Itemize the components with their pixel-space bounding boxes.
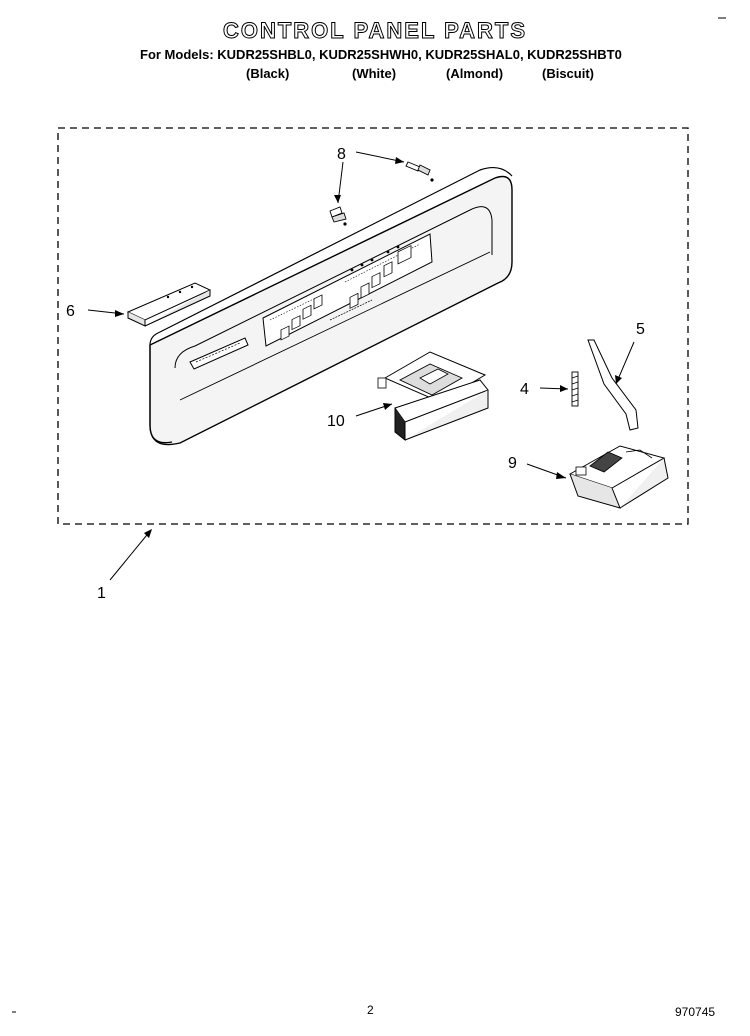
housing-part-9 — [568, 445, 669, 509]
callout-9: 9 — [508, 455, 517, 472]
leader-line-1 — [109, 529, 152, 581]
drawing-number: 970745 — [675, 1005, 716, 1019]
callout-6: 6 — [66, 303, 75, 320]
page-number: 2 — [367, 1003, 374, 1017]
color-label-white: (White) — [352, 66, 397, 81]
page-title: CONTROL PANEL PARTS — [222, 18, 528, 44]
arrow-head — [556, 472, 566, 479]
screw-part-8 — [329, 161, 431, 223]
callout-8: 8 — [337, 146, 346, 163]
spring-part-4 — [571, 371, 579, 407]
arrow-head — [334, 195, 341, 203]
rod-part-5 — [587, 339, 639, 431]
color-label-almond: (Almond) — [446, 66, 504, 81]
color-label-biscuit: (Biscuit) — [542, 66, 594, 81]
bracket-part-6 — [126, 282, 212, 327]
callout-5: 5 — [636, 321, 645, 338]
callout-10: 10 — [327, 413, 345, 430]
latch-part-10 — [377, 351, 489, 442]
arrow-head — [115, 310, 124, 317]
assembly-boundary — [57, 127, 689, 525]
arrow-head — [144, 529, 152, 538]
control-panel — [149, 166, 513, 446]
callout-4: 4 — [520, 381, 529, 398]
callout-1: 1 — [97, 585, 106, 602]
arrow-head — [383, 403, 392, 410]
color-label-black: (Black) — [246, 66, 290, 81]
model-list: For Models: KUDR25SHBL0, KUDR25SHWH0, KU… — [140, 47, 622, 62]
arrow-head — [560, 385, 568, 392]
arrow-head — [395, 157, 404, 164]
arrow-head — [615, 375, 622, 384]
